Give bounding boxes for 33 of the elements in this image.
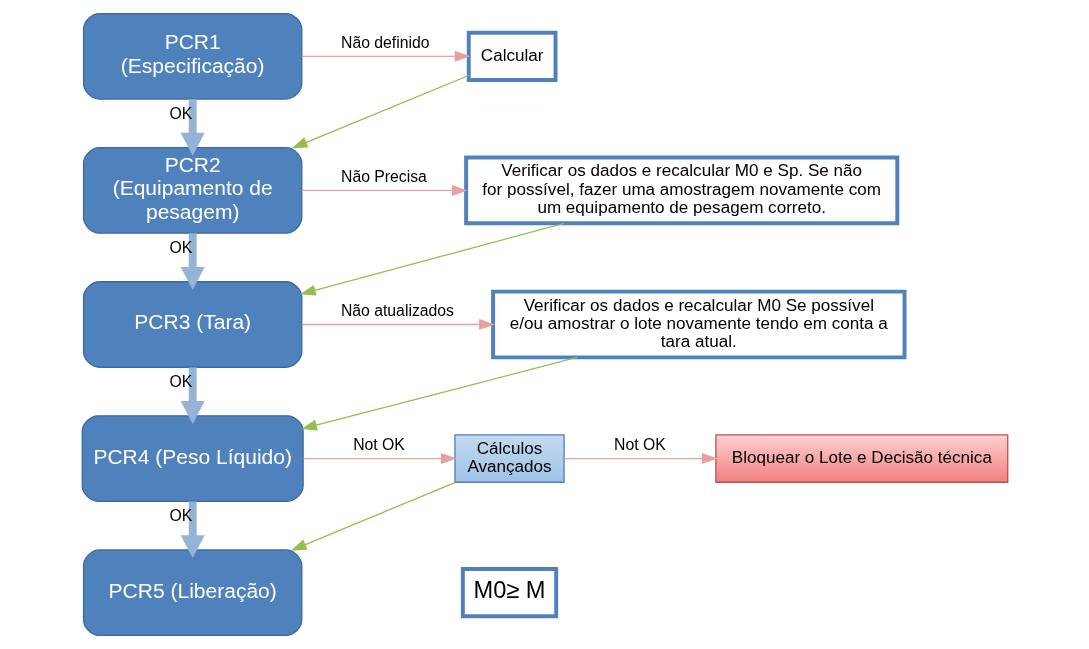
node-box: PCR3 (Tara) — [82, 281, 302, 368]
arrow — [291, 74, 469, 149]
arrow — [300, 356, 578, 431]
arrow — [563, 453, 718, 465]
edge-label: OK — [168, 104, 192, 122]
edge-label: Não Precisa — [340, 168, 427, 185]
edge-label: OK — [168, 238, 192, 256]
arrow — [290, 481, 456, 551]
edge-label: Não definido — [340, 33, 430, 51]
edge-label: OK — [168, 506, 192, 524]
node-box: Calcular — [466, 30, 557, 82]
arrow — [180, 233, 205, 290]
edge-label: Not OK — [613, 436, 666, 454]
node-box: Verificar os dados e recalcular M0 e Sp. Se não for possível, fazer uma amostragem novamente com um equipamento de pesagem correto. — [463, 155, 899, 226]
node-box: PCR4 (Peso Líquido) — [81, 415, 304, 502]
arrow — [180, 501, 205, 559]
node-box: PCR1 (Especificação) — [82, 12, 302, 100]
arrow — [299, 222, 565, 296]
node-box: PCR5 (Liberação) — [82, 549, 302, 637]
edge-label: Not OK — [352, 436, 405, 454]
node-box: Verificar os dados e recalcular M0 Se possível e/ou amostrar o lote novamente tendo em conta a tara atual. — [490, 289, 906, 360]
arrow — [300, 184, 468, 196]
arrow — [301, 50, 470, 62]
edge-label: OK — [168, 372, 192, 390]
node-box: M0≥ M — [460, 567, 558, 619]
node-box: Cálculos Avançados — [453, 434, 565, 483]
arrow — [180, 367, 205, 424]
node-box: PCR2 (Equipamento de pesagem) — [82, 147, 302, 234]
edge-label: Não atualizados — [340, 302, 454, 320]
node-box: Bloquear o Lote e Decisão técnica — [714, 434, 1008, 483]
arrow — [300, 318, 495, 331]
arrow — [180, 99, 205, 156]
arrow — [302, 453, 457, 465]
